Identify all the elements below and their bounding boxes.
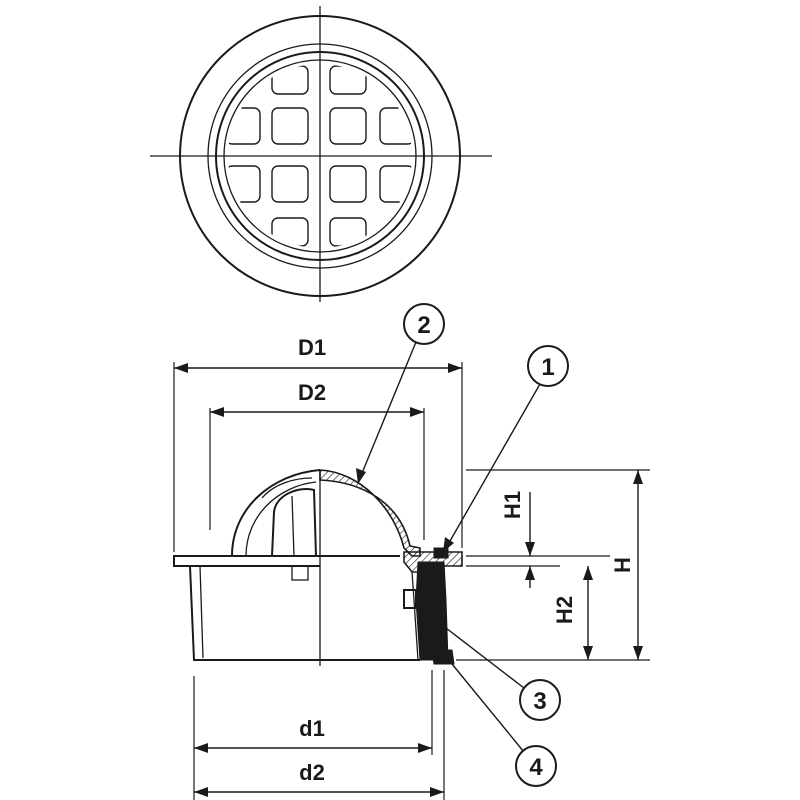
dome-hatched-section [319,469,421,557]
body-wall-left [189,565,320,661]
dome-top-slot [261,477,313,499]
hanger-tab-left [291,565,309,581]
body-step-detail [403,589,417,609]
gasket-highlight [431,567,435,651]
callout-2-circle [403,303,445,345]
grid-opening [329,107,367,145]
grid-opening [228,165,261,203]
body-inner-line-left [199,565,204,659]
section-view: D1 D2 d1 d2 H H1 H2 2 1 3 4 [173,303,650,800]
grid-opening [329,217,367,247]
dimension-lines [174,363,643,797]
grid-opening [329,65,367,95]
top-view-dome-rim-ring [215,51,425,261]
callout-1-circle [527,345,569,387]
callout-1-number: 1 [541,354,554,381]
label-H2: H2 [552,596,577,624]
dome-slot-inner [291,495,295,557]
label-D1: D1 [298,335,326,360]
top-view [150,6,492,302]
callout-3-circle [519,679,561,721]
top-view-outer-flange-ring [179,15,461,297]
callout-3-number: 3 [533,688,546,715]
label-d1: d1 [299,716,325,741]
top-view-inner-ring [223,59,417,253]
dome-inner-left [245,481,317,557]
grid-opening [379,107,412,145]
callout-2-leader [359,341,417,479]
callout-4-circle [515,745,557,787]
grid-opening [271,107,309,145]
dimension-labels: D1 D2 d1 d2 H H1 H2 [298,335,635,785]
outlet-inner-wall [411,571,419,661]
callout-3-leader [445,627,525,689]
section-left-half-exterior [173,469,321,661]
callout-4-leader [451,663,525,753]
section-right-half-cut [319,469,463,665]
grid-opening [228,107,261,145]
callout-2-number: 2 [417,312,430,339]
seal-part-4 [431,649,455,665]
label-H1: H1 [500,491,525,519]
callouts: 2 1 3 4 [356,303,569,787]
grid-opening [271,165,309,203]
label-D2: D2 [298,380,326,405]
clamp-ring-part-1 [433,547,449,559]
grid-opening [379,165,412,203]
dome-outline-left [231,469,321,557]
top-view-outer-ring-2 [207,43,433,269]
label-d2: d2 [299,760,325,785]
dome-slot-left [271,488,317,557]
flange-top-left [173,555,320,567]
callout-1-leader [445,383,541,549]
extension-lines [173,362,650,800]
grid-opening [329,165,367,203]
label-H: H [610,557,635,573]
callout-4-number: 4 [529,754,543,781]
